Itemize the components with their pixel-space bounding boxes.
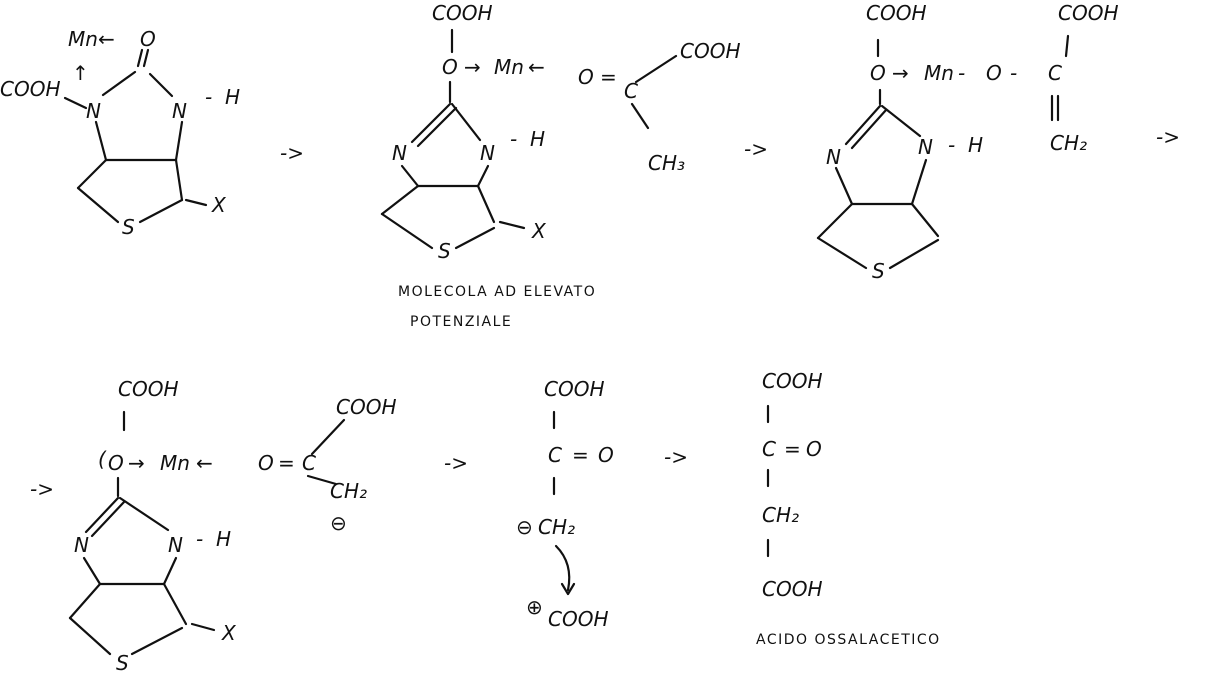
caption-high-potential-line1: MOLECOLA AD ELEVATO (398, 284, 596, 300)
reaction-arrow-2: -> (744, 137, 768, 161)
nh-bond: - (510, 127, 517, 151)
cooh-label-top: COOH (762, 369, 823, 393)
sulfur-label: S (116, 651, 129, 675)
structure-2-bonds (380, 28, 678, 250)
nitrogen-left: N (826, 145, 841, 169)
cooh-label: COOH (544, 377, 605, 401)
structure-1-bonds (63, 48, 208, 224)
oxygen-label: O (870, 61, 886, 85)
coordination-arrow: ← (98, 27, 115, 51)
ch2-label: CH₂ (330, 479, 367, 503)
coordination-arrow-2: ← (528, 55, 545, 79)
up-arrow: ↑ (72, 61, 89, 85)
coordination-arrow-2: ← (196, 451, 213, 475)
oxygen-label-2: O (578, 65, 594, 89)
oxygen-label: O (140, 27, 156, 51)
cooh-label: COOH (118, 377, 179, 401)
sulfur-label: S (438, 239, 451, 263)
structure-5-bonds (552, 410, 576, 596)
curved-arrow-start: ( (98, 447, 107, 471)
caption-product-name: ACIDO OSSALACETICO (756, 632, 941, 648)
double-bond-sign: = (784, 437, 801, 461)
hydrogen-label: H (216, 527, 231, 551)
ch2-label: CH₂ (538, 515, 575, 539)
sulfur-label: S (872, 259, 885, 283)
negative-charge: ⊖ (330, 511, 347, 535)
carbon-label: C (302, 451, 316, 475)
hydrogen-label: H (225, 85, 240, 109)
nh-bond: - (196, 527, 203, 551)
mn-label: Mn (494, 55, 524, 79)
reaction-arrow-1: -> (280, 141, 304, 165)
reaction-arrow-4: -> (30, 477, 54, 501)
reaction-arrow-6: -> (664, 445, 688, 469)
nitrogen-right: N (172, 99, 187, 123)
structure-5-oxaloacetate-formation: COOH C = O ⊖ CH₂ ⊕ COOH (516, 377, 614, 631)
x-substituent: X (531, 219, 547, 243)
cooh-label-2: COOH (548, 607, 609, 631)
carbon-label: C (624, 79, 638, 103)
oxygen-label-2: O (258, 451, 274, 475)
structure-1-carboxybiotin-mn: Mn ← O COOH ↑ N N - H S X (0, 27, 240, 239)
nitrogen-left: N (86, 99, 101, 123)
coordination-arrow: → (128, 451, 145, 475)
mn-label: Mn (160, 451, 190, 475)
cooh-label-2: COOH (336, 395, 397, 419)
carbon-label: C (548, 443, 562, 467)
nh-bond: - (205, 85, 212, 109)
o-c-bond: - (1010, 61, 1017, 85)
structure-3-enolpyruvate-complex: COOH COOH O → Mn - O - C CH₂ N N - H S (816, 1, 1119, 283)
carbon-label: C (1048, 61, 1062, 85)
x-substituent: X (221, 621, 237, 645)
carbon-label: C (762, 437, 776, 461)
cooh-label: COOH (432, 1, 493, 25)
nh-bond: - (948, 133, 955, 157)
double-bond-sign: = (278, 451, 295, 475)
double-bond-sign: = (600, 65, 617, 89)
ch2-label: CH₂ (762, 503, 799, 527)
caption-high-potential-line2: POTENZIALE (410, 314, 512, 330)
mn-o-bond: - (958, 61, 965, 85)
coordination-arrow: → (464, 55, 481, 79)
structure-2-complex-with-pyruvate: COOH O → Mn ← O = C COOH CH₃ N N - H S X (380, 1, 741, 330)
sulfur-label: S (122, 215, 135, 239)
hydrogen-label: H (530, 127, 545, 151)
ch2-label: CH₂ (1050, 131, 1087, 155)
cooh-label-2: COOH (680, 39, 741, 63)
mn-label: Mn (68, 27, 98, 51)
reaction-arrow-3: -> (1156, 125, 1180, 149)
cooh-label: COOH (0, 77, 61, 101)
x-substituent: X (211, 193, 227, 217)
structure-6-oxaloacetic-acid: COOH C = O CH₂ COOH ACIDO OSSALACETICO (756, 369, 941, 648)
positive-charge: ⊕ (526, 595, 543, 619)
structure-3-bonds (816, 34, 1070, 270)
oxygen-label: O (806, 437, 822, 461)
nitrogen-right: N (480, 141, 495, 165)
mn-label: Mn (924, 61, 954, 85)
cooh-label-2: COOH (1058, 1, 1119, 25)
nitrogen-right: N (168, 533, 183, 557)
reaction-arrow-5: -> (444, 451, 468, 475)
hydrogen-label: H (968, 133, 983, 157)
double-bond-sign: = (572, 443, 589, 467)
oxygen-label: O (108, 451, 124, 475)
nitrogen-left: N (392, 141, 407, 165)
cooh-label: COOH (866, 1, 927, 25)
ch3-label: CH₃ (648, 151, 685, 175)
structure-4-bonds (68, 410, 346, 656)
structure-4-enolate-complex: COOH COOH ( O → Mn ← O = C CH₂ ⊖ N N - H… (68, 377, 397, 675)
nitrogen-right: N (918, 135, 933, 159)
nitrogen-left: N (74, 533, 89, 557)
negative-charge: ⊖ (516, 515, 533, 539)
coordination-arrow: → (892, 61, 909, 85)
oxygen-label-2: O (986, 61, 1002, 85)
oxygen-label: O (442, 55, 458, 79)
cooh-label-bottom: COOH (762, 577, 823, 601)
oxygen-label: O (598, 443, 614, 467)
